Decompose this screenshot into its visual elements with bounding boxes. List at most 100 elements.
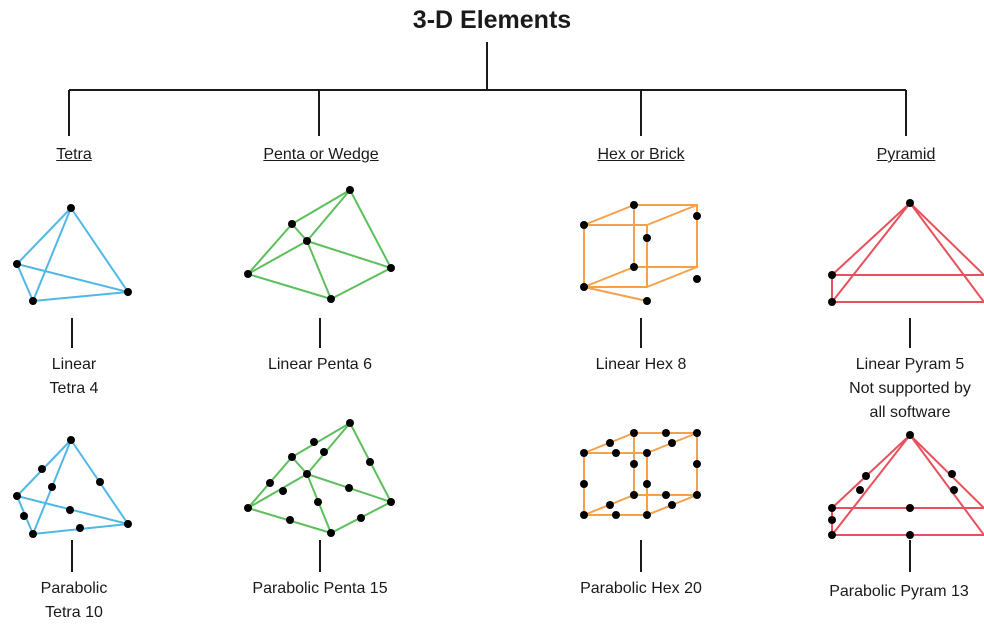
parabolic-pyramid-element bbox=[831, 434, 984, 536]
node bbox=[357, 514, 365, 522]
node bbox=[693, 460, 701, 468]
node bbox=[612, 511, 620, 519]
category-hex: Hex or Brick bbox=[597, 146, 685, 163]
node bbox=[345, 484, 353, 492]
node bbox=[124, 520, 132, 528]
linear-tetra-nodes bbox=[13, 204, 132, 305]
node bbox=[20, 512, 28, 520]
node bbox=[580, 221, 588, 229]
node bbox=[76, 524, 84, 532]
node bbox=[38, 465, 46, 473]
linear-hex-nodes bbox=[580, 201, 701, 305]
node bbox=[303, 237, 311, 245]
node bbox=[668, 501, 676, 509]
node bbox=[693, 491, 701, 499]
category-tetra: Tetra bbox=[56, 146, 92, 163]
node bbox=[630, 491, 638, 499]
node bbox=[67, 436, 75, 444]
node bbox=[67, 204, 75, 212]
node bbox=[580, 449, 588, 457]
node bbox=[606, 439, 614, 447]
diagram-title: 3-D Elements bbox=[412, 6, 572, 34]
parabolic-hex-nodes bbox=[580, 429, 701, 519]
linear-hex-element bbox=[583, 204, 698, 302]
node bbox=[244, 270, 252, 278]
node bbox=[630, 429, 638, 437]
node bbox=[13, 260, 21, 268]
node bbox=[580, 283, 588, 291]
linear-penta-element bbox=[247, 189, 392, 300]
node bbox=[828, 504, 836, 512]
node bbox=[387, 498, 395, 506]
node bbox=[346, 186, 354, 194]
node bbox=[48, 483, 56, 491]
label-parabolic-penta: Parabolic Penta 15 bbox=[252, 577, 387, 601]
node bbox=[643, 511, 651, 519]
linear-pyramid-nodes bbox=[828, 199, 914, 306]
label-line: Tetra 4 bbox=[49, 380, 99, 397]
node bbox=[828, 271, 836, 279]
label-line: Parabolic Penta 15 bbox=[252, 580, 388, 597]
label-line: Not supported by bbox=[849, 380, 971, 397]
node bbox=[327, 529, 335, 537]
node bbox=[310, 438, 318, 446]
node bbox=[580, 480, 588, 488]
label-linear-tetra: Linear Tetra 4 bbox=[50, 353, 99, 401]
node bbox=[387, 264, 395, 272]
label-line: Linear Pyram 5 bbox=[855, 356, 965, 373]
node bbox=[828, 516, 836, 524]
node bbox=[124, 288, 132, 296]
node bbox=[643, 480, 651, 488]
node bbox=[29, 530, 37, 538]
node bbox=[856, 486, 864, 494]
node bbox=[288, 453, 296, 461]
node bbox=[630, 460, 638, 468]
node bbox=[29, 297, 37, 305]
label-linear-hex: Linear Hex 8 bbox=[596, 353, 687, 377]
label-line: Linear Penta 6 bbox=[267, 356, 373, 373]
label-line: Tetra 10 bbox=[45, 604, 103, 621]
node bbox=[693, 212, 701, 220]
node bbox=[948, 470, 956, 478]
label-line: Linear Hex 8 bbox=[595, 356, 687, 373]
label-line: Linear bbox=[51, 356, 97, 373]
parabolic-tetra-element bbox=[16, 439, 129, 535]
node bbox=[662, 429, 670, 437]
label-line: Parabolic Hex 20 bbox=[580, 580, 702, 597]
category-penta: Penta or Wedge bbox=[263, 146, 379, 163]
node bbox=[612, 449, 620, 457]
label-parabolic-hex: Parabolic Hex 20 bbox=[580, 577, 702, 601]
label-linear-penta: Linear Penta 6 bbox=[268, 353, 372, 377]
parabolic-penta-nodes bbox=[244, 419, 395, 537]
tree-connectors bbox=[68, 42, 911, 572]
linear-tetra-element bbox=[16, 207, 129, 302]
linear-pyramid-element bbox=[831, 202, 984, 303]
node bbox=[366, 458, 374, 466]
node bbox=[630, 263, 638, 271]
node bbox=[693, 275, 701, 283]
node bbox=[630, 201, 638, 209]
category-pyramid: Pyramid bbox=[876, 146, 936, 163]
linear-penta-nodes bbox=[244, 186, 395, 303]
node bbox=[643, 449, 651, 457]
node bbox=[286, 516, 294, 524]
node bbox=[828, 298, 836, 306]
label-linear-pyramid: Linear Pyram 5 Not supported by all soft… bbox=[849, 353, 971, 425]
node bbox=[288, 220, 296, 228]
node bbox=[66, 506, 74, 514]
node bbox=[906, 504, 914, 512]
parabolic-pyramid-nodes bbox=[828, 431, 958, 539]
node bbox=[906, 199, 914, 207]
node bbox=[906, 431, 914, 439]
node bbox=[266, 479, 274, 487]
node bbox=[303, 470, 311, 478]
parabolic-penta-element bbox=[247, 422, 392, 534]
node bbox=[314, 498, 322, 506]
node bbox=[906, 531, 914, 539]
node bbox=[828, 531, 836, 539]
label-line: Parabolic bbox=[40, 580, 108, 597]
label-parabolic-tetra: Parabolic Tetra 10 bbox=[41, 577, 108, 625]
node bbox=[96, 478, 104, 486]
node bbox=[244, 504, 252, 512]
node bbox=[643, 234, 651, 242]
